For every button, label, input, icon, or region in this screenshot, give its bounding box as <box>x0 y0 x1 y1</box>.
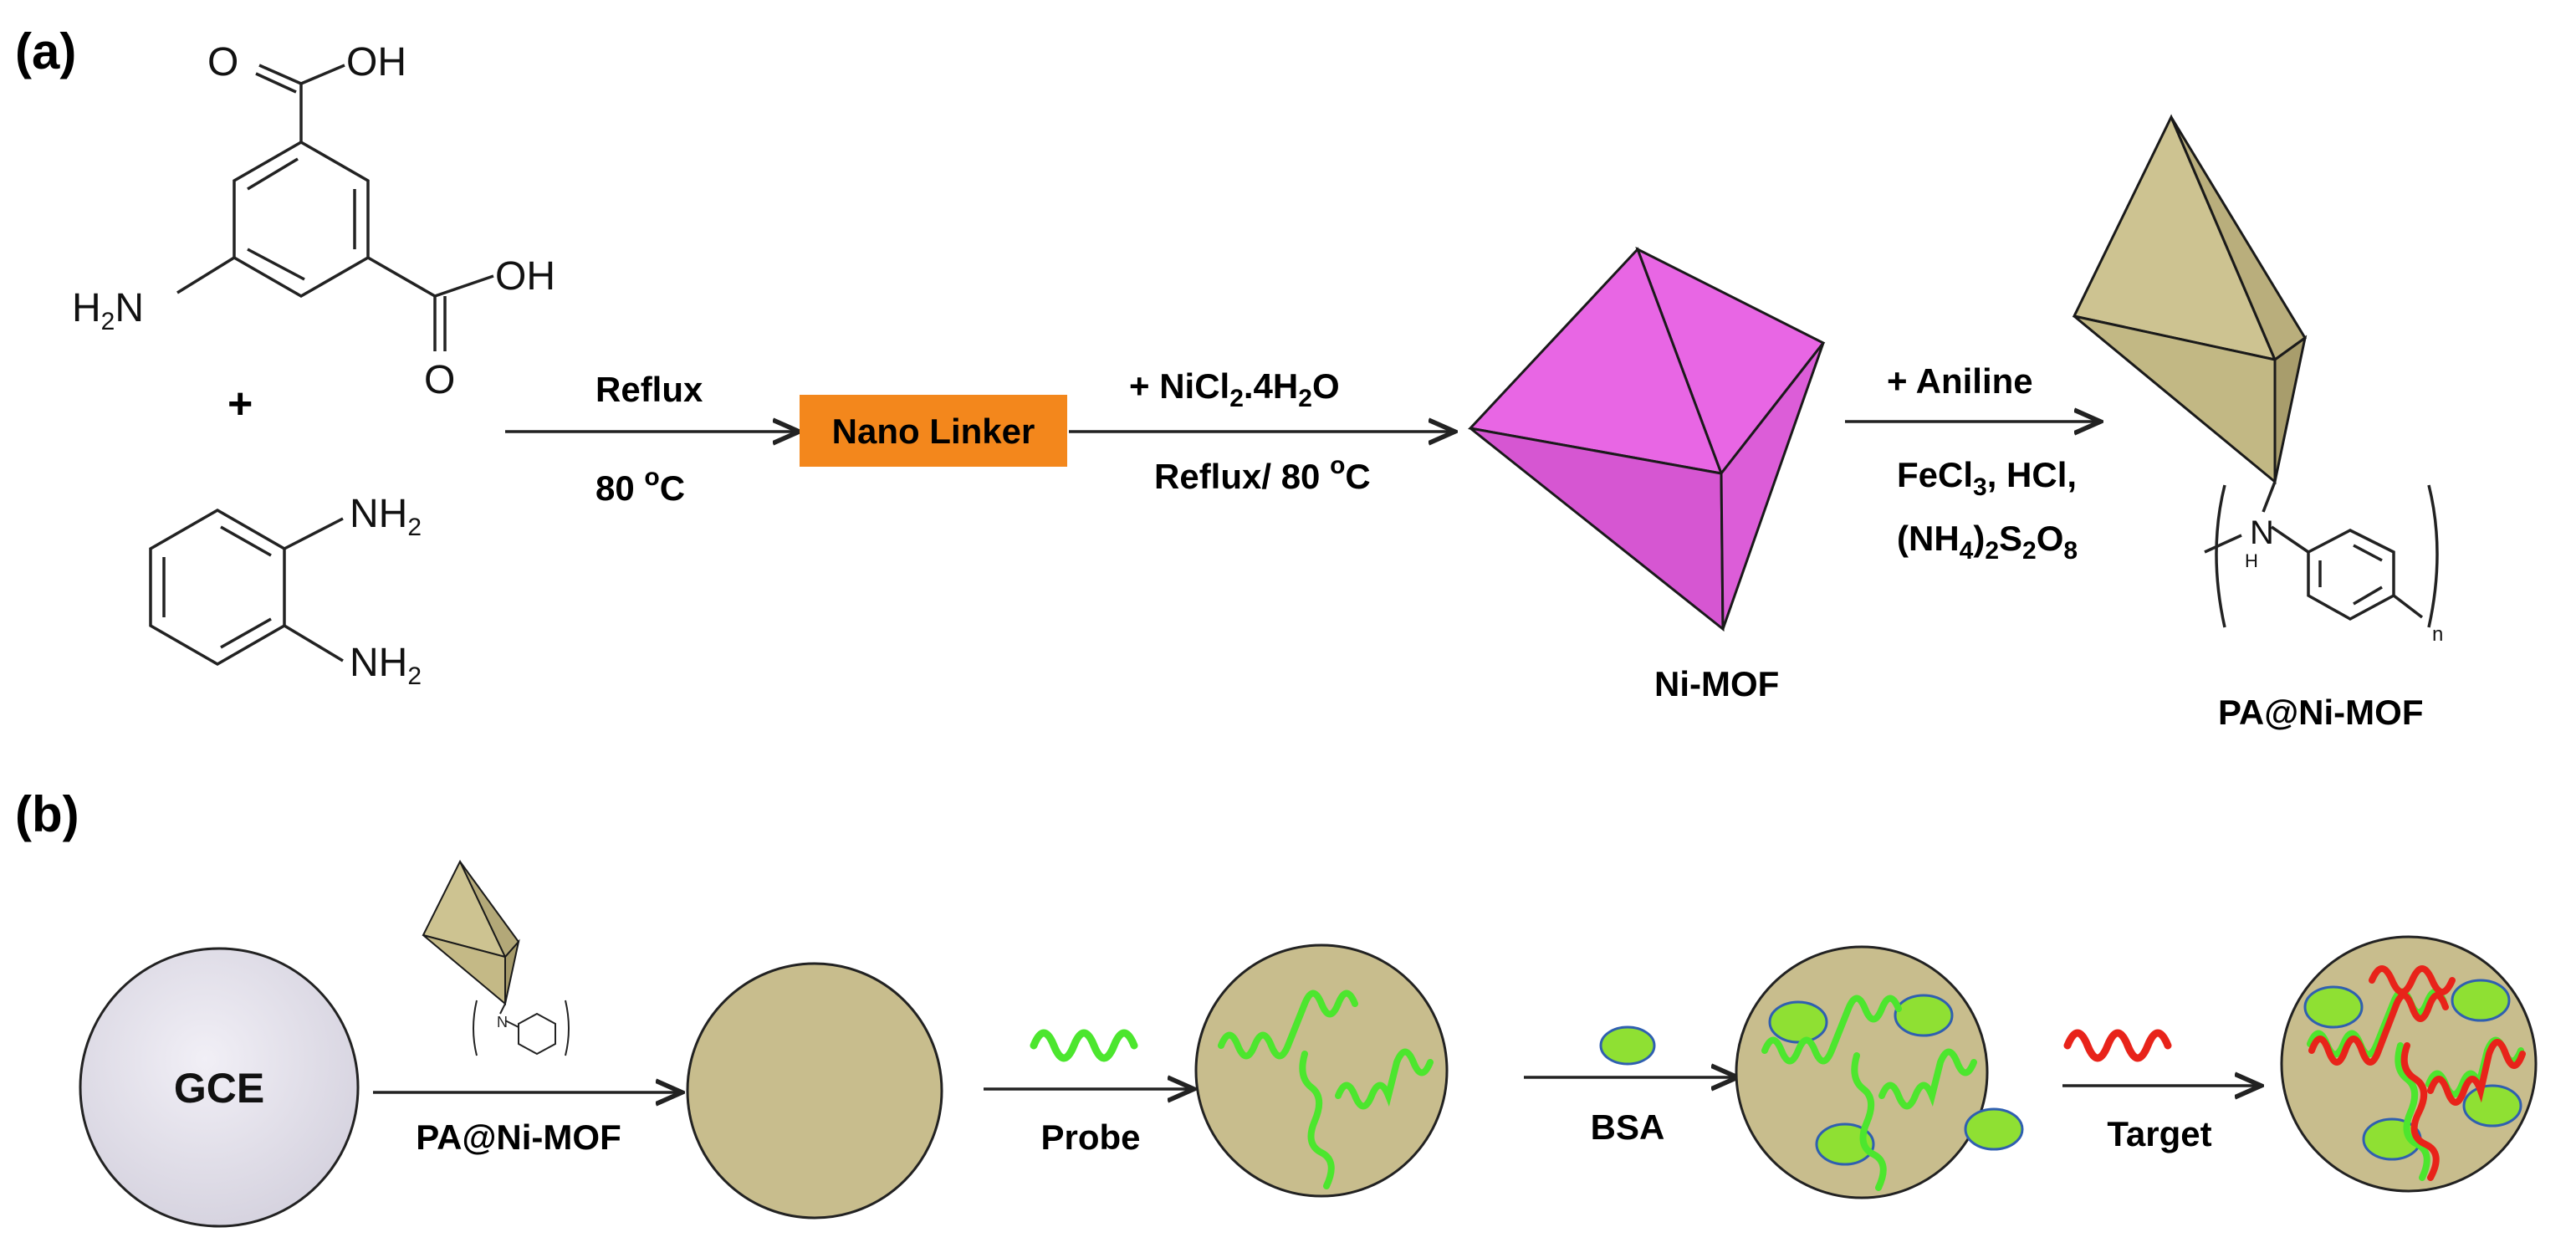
probe-electrode <box>1194 944 1449 1198</box>
carbonyl-oxygen-top: O <box>207 40 238 84</box>
panel-b-label: (b) <box>15 786 79 842</box>
step1-condition-below: 80 oC <box>595 463 685 508</box>
panel-a-label: (a) <box>15 23 76 79</box>
hydroxyl-right: OH <box>495 254 555 299</box>
pa-ni-mof-shape <box>2072 114 2308 485</box>
bsa-icon <box>1599 1025 1656 1066</box>
step3-condition-below-2: (NH4)2S2O8 <box>1897 519 2078 565</box>
modified-electrode <box>686 962 943 1220</box>
hydroxyl-top: OH <box>346 40 406 84</box>
ni-mof-shape <box>1468 246 1826 632</box>
plus-sign: + <box>227 380 253 428</box>
ni-mof-label: Ni-MOF <box>1654 664 1779 703</box>
gce-electrode <box>79 947 360 1228</box>
polymer-h-atom: H <box>2245 550 2258 571</box>
bsa-electrode <box>1735 945 2024 1199</box>
step1-condition-above: Reflux <box>595 370 703 409</box>
target-icon <box>2063 1029 2172 1062</box>
polymer-repeat-n: n <box>2432 623 2443 646</box>
svg-text:N: N <box>497 1014 508 1030</box>
probe-icon <box>1030 1029 1138 1062</box>
carbonyl-oxygen-right: O <box>424 358 455 402</box>
aminoisophthalic-acid-structure <box>176 64 494 351</box>
pa-ni-mof-icon: N <box>422 859 570 1056</box>
polymer-n-atom: N <box>2250 514 2274 551</box>
nano-linker-box <box>800 395 1067 467</box>
step3-condition-below-1: FeCl3, HCl, <box>1897 455 2077 501</box>
step-label-target: Target <box>2107 1114 2211 1153</box>
step3-condition-above: + Aniline <box>1887 361 2033 401</box>
step-label-probe: Probe <box>1040 1117 1140 1157</box>
amine-label: H2N <box>72 286 144 335</box>
step2-condition-above: + NiCl2.4H2O <box>1129 366 1340 412</box>
amine-top-label: NH2 <box>350 492 422 541</box>
nano-linker-label: Nano Linker <box>832 412 1035 451</box>
step-label-pa-ni-mof: PA@Ni-MOF <box>416 1117 621 1157</box>
pa-ni-mof-label: PA@Ni-MOF <box>2218 693 2423 732</box>
hybridized-electrode <box>2280 935 2538 1193</box>
step-label-bsa: BSA <box>1591 1107 1665 1147</box>
phenylenediamine-structure <box>149 508 344 667</box>
step2-condition-below: Reflux/ 80 oC <box>1154 452 1371 496</box>
polyaniline-structure <box>2204 481 2439 628</box>
gce-label: GCE <box>174 1065 264 1112</box>
amine-bottom-label: NH2 <box>350 641 422 690</box>
